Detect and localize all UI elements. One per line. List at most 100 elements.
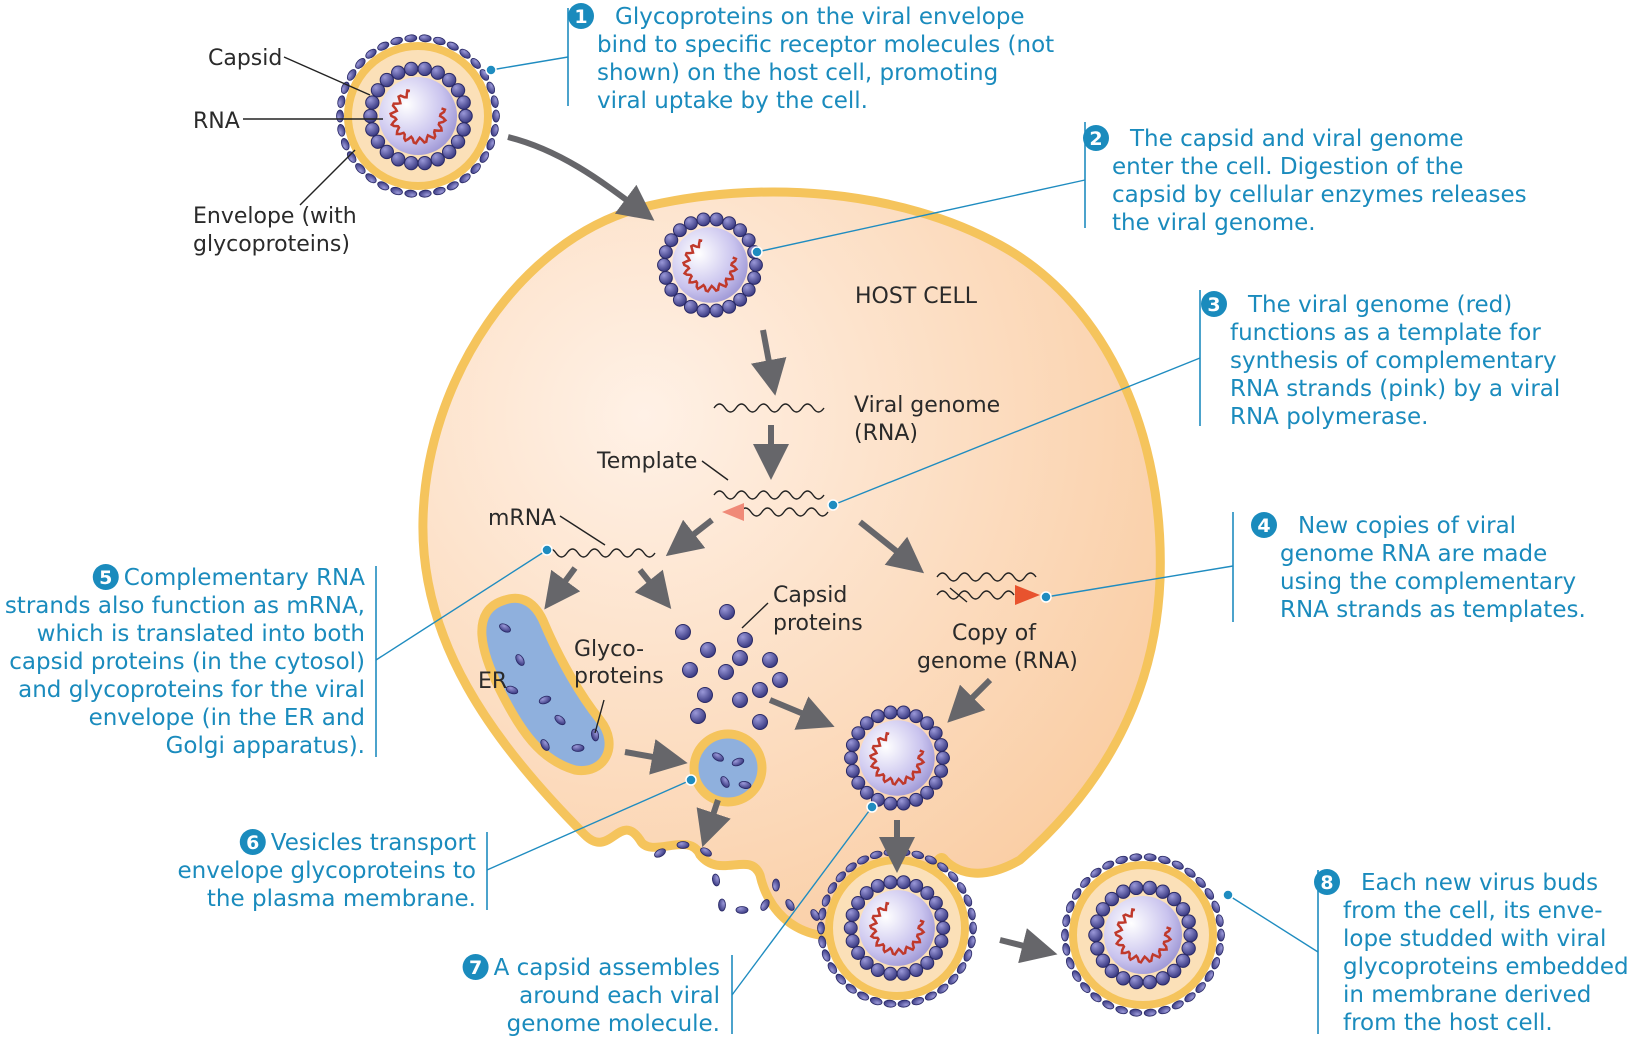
step-number: 5 bbox=[99, 567, 112, 589]
step-7-line: around each viral bbox=[519, 983, 720, 1009]
capsid-protein bbox=[859, 785, 874, 800]
glycoprotein bbox=[738, 780, 752, 790]
step-number-badge bbox=[568, 3, 594, 29]
glycoprotein bbox=[712, 752, 724, 762]
capsid-protein bbox=[722, 216, 737, 231]
glycoprotein bbox=[947, 973, 959, 985]
step-caption-3: The viral genome (red)functions as a tem… bbox=[1201, 291, 1560, 430]
capsid-protein bbox=[851, 946, 866, 960]
glycoprotein bbox=[827, 962, 838, 974]
glycoprotein bbox=[676, 841, 690, 849]
capsid-protein bbox=[1142, 974, 1157, 990]
glycoprotein bbox=[1129, 1008, 1143, 1017]
capsid-protein bbox=[1167, 963, 1182, 979]
step-5-line: and glycoproteins for the viral bbox=[18, 677, 365, 703]
capsid-protein bbox=[1181, 941, 1196, 956]
glycoprotein bbox=[418, 34, 432, 43]
capsid-protein bbox=[697, 687, 713, 703]
step-1-line: bind to specific receptor molecules (not bbox=[597, 32, 1054, 58]
capsid-protein bbox=[664, 282, 679, 297]
capsid-protein bbox=[741, 282, 756, 297]
capsid-protein bbox=[696, 303, 711, 318]
capsid-protein bbox=[859, 886, 874, 901]
glycoprotein bbox=[937, 862, 949, 873]
capsid-protein bbox=[456, 95, 471, 110]
capsid-protein bbox=[365, 122, 380, 137]
glycoprotein bbox=[731, 757, 745, 767]
step-1-line: viral uptake by the cell. bbox=[597, 88, 868, 114]
capsid-protein bbox=[928, 775, 943, 790]
label-viral-genome-line1: Viral genome bbox=[854, 393, 1000, 418]
capsid-protein bbox=[843, 921, 858, 935]
capsid-protein bbox=[870, 878, 885, 893]
glycoprotein bbox=[515, 654, 525, 666]
glycoprotein bbox=[486, 138, 496, 151]
capsid-protein bbox=[1167, 891, 1182, 907]
capsid-protein bbox=[442, 72, 457, 88]
glycoprotein bbox=[377, 41, 390, 51]
viral-genome-strand bbox=[713, 403, 825, 413]
glycoprotein bbox=[1204, 888, 1215, 900]
step-3-line: RNA strands (pink) by a viral bbox=[1230, 376, 1560, 402]
label-copy-line1: Copy of bbox=[952, 621, 1037, 646]
capsid-protein bbox=[733, 292, 748, 307]
step-6-line: envelope glycoproteins to bbox=[178, 858, 476, 884]
step-number: 4 bbox=[1257, 515, 1270, 537]
capsid-protein bbox=[747, 271, 762, 285]
capsid-protein bbox=[870, 709, 885, 724]
glycoprotein bbox=[1065, 957, 1075, 970]
glycoprotein bbox=[540, 739, 550, 751]
capsid-protein bbox=[391, 152, 406, 167]
capsid-protein bbox=[1129, 880, 1144, 896]
glycoprotein bbox=[835, 871, 847, 883]
label-capsid-proteins-line2: proteins bbox=[773, 611, 863, 636]
er-glycoproteins bbox=[499, 623, 600, 752]
capsid-protein bbox=[404, 61, 419, 77]
glycoprotein bbox=[711, 873, 721, 887]
glycoprotein bbox=[499, 623, 511, 633]
glycoprotein bbox=[654, 848, 666, 858]
copy-genome-strand bbox=[936, 590, 1015, 600]
capsid-protein bbox=[363, 108, 378, 124]
step-number: 7 bbox=[469, 957, 482, 979]
step-number-badge bbox=[462, 954, 489, 980]
label-er: ER bbox=[478, 669, 507, 694]
step-7-line: A capsid assembles bbox=[494, 955, 720, 981]
capsid-protein bbox=[1175, 902, 1191, 917]
capsid-protein bbox=[920, 955, 935, 970]
capsid-protein bbox=[896, 796, 911, 811]
capsid-protein bbox=[722, 299, 737, 314]
capsid-protein bbox=[430, 65, 445, 80]
capsid-protein bbox=[909, 878, 924, 893]
capsid-protein bbox=[718, 664, 734, 680]
glycoprotein bbox=[1215, 914, 1224, 928]
capsid-protein bbox=[709, 303, 724, 318]
step-5-line: strands also function as mRNA, bbox=[5, 593, 365, 619]
capsid-protein bbox=[845, 764, 860, 778]
step-5-line: envelope (in the ER and bbox=[89, 705, 365, 731]
label-mrna: mRNA bbox=[488, 506, 556, 531]
genome-rna bbox=[389, 89, 448, 145]
step-7-line: genome molecule. bbox=[507, 1011, 720, 1037]
capsid-protein bbox=[934, 934, 949, 949]
glycoprotein bbox=[810, 909, 820, 921]
step-2-line: The capsid and viral genome bbox=[1129, 126, 1464, 152]
glycoprotein bbox=[1090, 992, 1102, 1003]
capsid-protein bbox=[845, 934, 860, 949]
glycoprotein bbox=[1171, 1000, 1184, 1010]
capsid-protein bbox=[1090, 941, 1105, 956]
glycoprotein bbox=[554, 714, 566, 726]
glycoprotein bbox=[821, 894, 831, 907]
glycoprotein bbox=[355, 163, 366, 174]
glycoprotein bbox=[924, 855, 937, 865]
step-1-line: Glycoproteins on the viral envelope bbox=[615, 4, 1025, 30]
label-envelope-line1: Envelope (with bbox=[193, 204, 357, 229]
capsid-protein bbox=[442, 144, 457, 160]
capsid-protein bbox=[1155, 884, 1170, 899]
step-4-line: using the complementary bbox=[1280, 569, 1576, 595]
glycoprotein bbox=[1184, 867, 1196, 878]
glycoprotein bbox=[1184, 992, 1196, 1003]
